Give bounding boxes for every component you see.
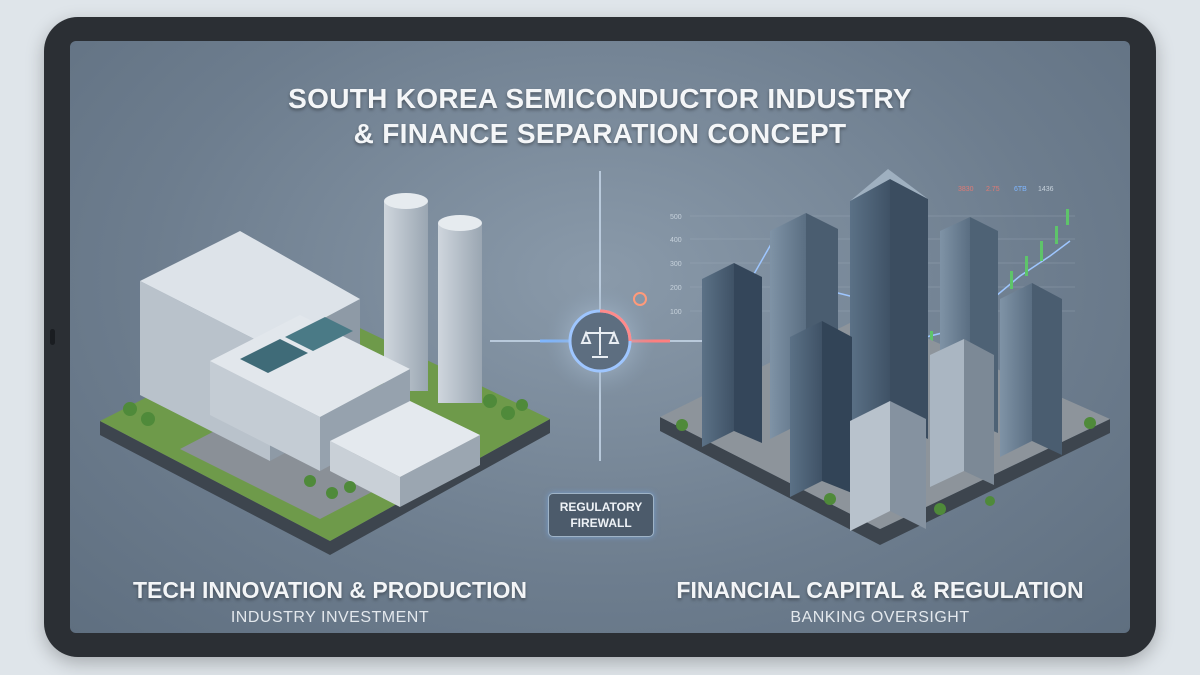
chart-header-value: 2.75	[986, 186, 1000, 193]
tower-3	[850, 179, 890, 441]
chart-tick: 100	[670, 309, 682, 316]
chart-tick: 400	[670, 237, 682, 244]
tower-5-side	[1032, 283, 1062, 455]
cooling-tower-1	[384, 201, 428, 391]
tower-8	[850, 401, 890, 531]
chart-tick: 200	[670, 285, 682, 292]
solar-panel-1	[240, 339, 308, 373]
tower-3-top	[850, 169, 928, 201]
chart-header-value: 1436	[1038, 186, 1054, 193]
chart-ticks: 500 400 300 200 100	[670, 214, 682, 316]
tablet-side-button	[50, 329, 55, 345]
finance-scene	[660, 169, 1110, 545]
chart-header-value: 6TB	[1014, 186, 1027, 193]
scales-of-justice-icon	[580, 327, 620, 358]
factory-mid-left	[210, 361, 320, 471]
factory-annex-left	[330, 441, 400, 507]
tower-1-side	[734, 263, 762, 443]
trees	[123, 394, 528, 499]
page-title: SOUTH KOREA SEMICONDUCTOR INDUSTRY & FIN…	[70, 81, 1130, 151]
regulatory-firewall-badge: REGULATORY FIREWALL	[548, 493, 654, 537]
tower-7	[930, 339, 964, 487]
right-panel-subtitle: BANKING OVERSIGHT	[790, 609, 970, 626]
gear-icon	[633, 292, 647, 306]
right-panel-title: FINANCIAL CAPITAL & REGULATION	[676, 577, 1084, 603]
factory-mid-roof	[210, 315, 410, 417]
city-trees	[676, 417, 1096, 515]
left-panel-title: TECH INNOVATION & PRODUCTION	[133, 577, 527, 603]
tower-6	[790, 321, 822, 497]
tower-7-side	[964, 339, 994, 485]
cooling-tower-2	[438, 223, 482, 403]
tablet-screen: 500 400 300 200 100 3830 2.75 6TB 1436 S…	[70, 41, 1130, 633]
center-emblem	[490, 171, 710, 461]
tower-3-side	[890, 179, 928, 439]
illustration: 500 400 300 200 100 3830 2.75 6TB 1436	[100, 169, 1110, 555]
factory-scene	[100, 193, 550, 555]
tower-5	[1000, 283, 1032, 457]
tower-1	[702, 263, 734, 447]
chart-header: 3830 2.75 6TB 1436	[958, 186, 1054, 193]
title-line-2: & FINANCE SEPARATION CONCEPT	[353, 118, 847, 149]
left-panel-subtitle: INDUSTRY INVESTMENT	[230, 609, 430, 626]
firewall-line-1: REGULATORY	[559, 500, 643, 514]
chart-tick: 300	[670, 261, 682, 268]
solar-panel-2	[285, 317, 353, 351]
factory-annex-right	[400, 435, 480, 507]
emblem-ring-red	[599, 309, 632, 342]
firewall-line-2: FIREWALL	[570, 516, 632, 530]
factory-annex-roof	[330, 401, 480, 477]
tablet-frame: 500 400 300 200 100 3830 2.75 6TB 1436 S…	[44, 17, 1156, 657]
chart-header-value: 3830	[958, 186, 974, 193]
tower-8-side	[890, 401, 926, 529]
chart-tick: 500	[670, 214, 682, 221]
tower-6-side	[822, 321, 852, 493]
title-line-1: SOUTH KOREA SEMICONDUCTOR INDUSTRY	[288, 83, 912, 114]
